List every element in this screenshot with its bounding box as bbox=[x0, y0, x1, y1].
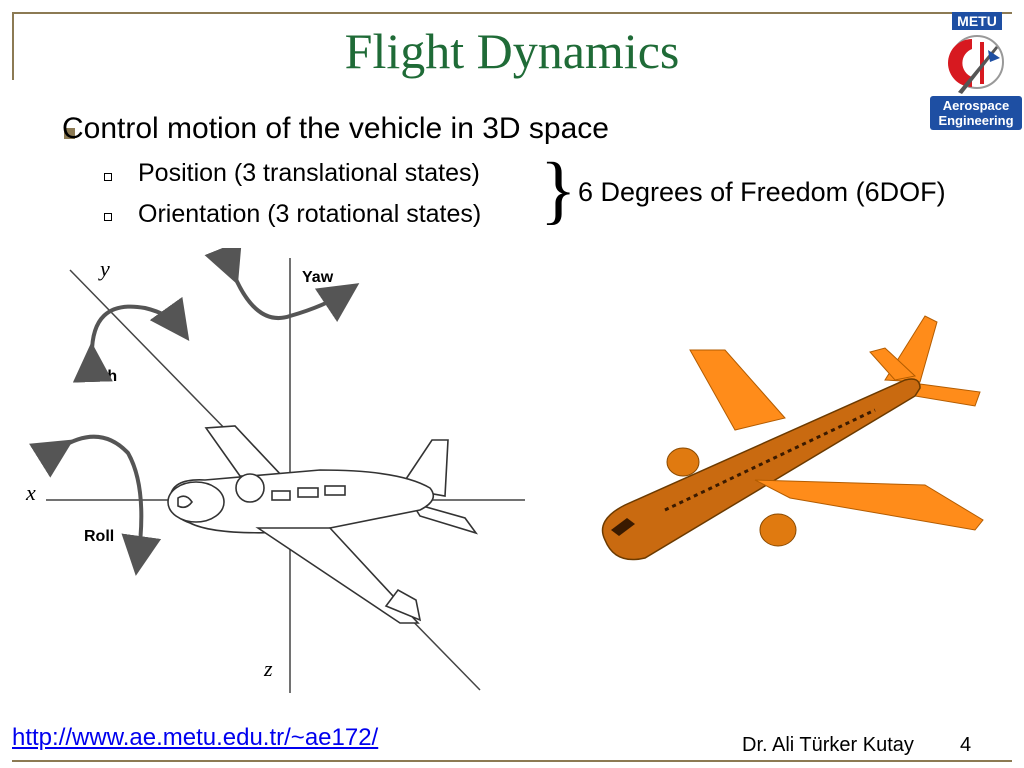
far-wing bbox=[689, 349, 786, 431]
near-wing bbox=[754, 479, 984, 531]
airplane-drawing bbox=[167, 425, 479, 624]
pitch-label: Pitch bbox=[78, 368, 117, 385]
y-axis-label: y bbox=[98, 256, 110, 281]
slide-title: Flight Dynamics bbox=[344, 23, 680, 79]
logo-top-text: METU bbox=[957, 13, 997, 29]
roll-arrow bbox=[29, 434, 162, 576]
sub-bullet-orientation: Orientation (3 rotational states) bbox=[138, 200, 482, 228]
logo-line2: Engineering bbox=[938, 113, 1013, 128]
curly-brace: } bbox=[540, 148, 577, 232]
window-strip bbox=[664, 408, 876, 512]
pitch-arrow bbox=[72, 296, 190, 383]
author-name: Dr. Ali Türker Kutay bbox=[742, 734, 914, 756]
sub-bullet-position: Position (3 translational states) bbox=[138, 159, 480, 187]
engine-near bbox=[759, 513, 797, 547]
airplane-3d-model bbox=[601, 315, 984, 561]
dof-label: 6 Degrees of Freedom (6DOF) bbox=[578, 177, 946, 207]
bottom-border bbox=[12, 760, 1012, 762]
cockpit bbox=[611, 518, 635, 536]
course-link[interactable]: http://www.ae.metu.edu.tr/~ae172/ bbox=[12, 724, 379, 751]
sub-bullet-marker bbox=[104, 213, 112, 221]
main-bullet: Control motion of the vehicle in 3D spac… bbox=[62, 112, 609, 145]
roll-label: Roll bbox=[84, 528, 114, 545]
engine-far bbox=[666, 447, 700, 477]
yaw-arrow bbox=[204, 248, 360, 322]
top-border bbox=[12, 12, 1012, 14]
z-axis-label: z bbox=[263, 656, 273, 681]
bullet-square bbox=[64, 128, 75, 139]
x-axis-label: x bbox=[25, 480, 36, 505]
left-border bbox=[12, 12, 14, 80]
horizontal-stabilizer-far bbox=[869, 347, 917, 381]
axes-diagram: y x z Yaw Pitch Roll bbox=[25, 248, 525, 693]
yaw-label: Yaw bbox=[302, 269, 334, 286]
sub-bullet-marker bbox=[104, 173, 112, 181]
page-number: 4 bbox=[960, 734, 972, 756]
metu-logo: METU Aerospace Engineering bbox=[930, 12, 1022, 130]
fuselage bbox=[601, 378, 921, 561]
logo-line1: Aerospace bbox=[943, 98, 1009, 113]
